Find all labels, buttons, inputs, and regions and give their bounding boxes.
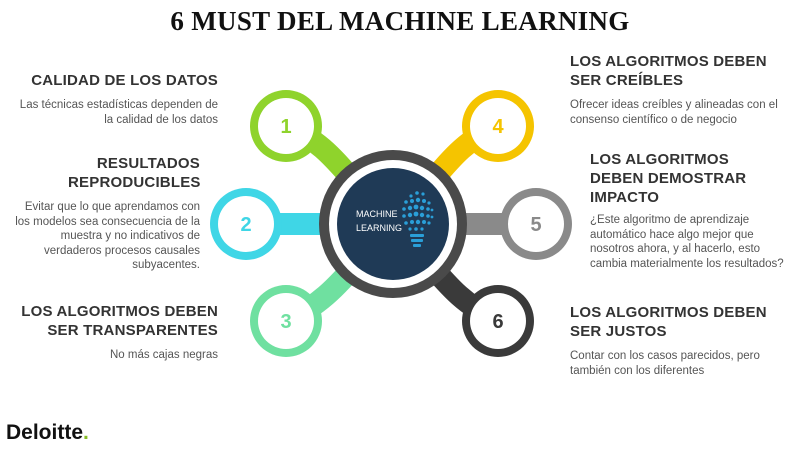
item-1-block: CALIDAD DE LOS DATOS Las técnicas estadí… — [8, 71, 218, 127]
item-4-heading: LOS ALGORITMOS DEBEN SER CREÍBLES — [570, 53, 767, 89]
item-2-text: Evitar que lo que aprendamos con los mod… — [15, 201, 200, 271]
item-5-heading: LOS ALGORITMOS DEBEN DEMOSTRAR IMPACTO — [590, 151, 747, 206]
item-6-block: LOS ALGORITMOS DEBEN SER JUSTOS Contar c… — [570, 303, 792, 378]
logo-dot: . — [83, 421, 89, 444]
node-2-number: 2 — [240, 214, 251, 236]
node-1: 1 — [250, 90, 322, 162]
item-3-text: No más cajas negras — [109, 349, 218, 361]
item-3-block: LOS ALGORITMOS DEBEN SER TRANSPARENTES N… — [8, 302, 218, 363]
logo-wordmark: Deloitte — [6, 421, 84, 444]
item-3-heading: LOS ALGORITMOS DEBEN SER TRANSPARENTES — [21, 303, 218, 339]
node-4: 4 — [462, 90, 534, 162]
node-6-number: 6 — [492, 311, 503, 333]
node-5: 5 — [500, 188, 572, 260]
item-5-block: LOS ALGORITMOS DEBEN DEMOSTRAR IMPACTO ¿… — [590, 150, 792, 271]
item-4-text: Ofrecer ideas creíbles y alineadas con e… — [570, 99, 778, 126]
deloitte-logo: Deloitte. — [6, 421, 89, 445]
item-2-heading: RESULTADOS REPRODUCIBLES — [68, 155, 201, 191]
item-1-heading: CALIDAD DE LOS DATOS — [31, 72, 218, 89]
node-1-number: 1 — [280, 116, 291, 138]
node-3-number: 3 — [280, 311, 291, 333]
item-1-text: Las técnicas estadísticas dependen de la… — [19, 99, 218, 126]
item-2-block: RESULTADOS REPRODUCIBLES Evitar que lo q… — [8, 154, 200, 273]
item-4-block: LOS ALGORITMOS DEBEN SER CREÍBLES Ofrece… — [570, 52, 792, 127]
hub-label-line2: LEARNING — [356, 223, 402, 233]
node-3: 3 — [250, 285, 322, 357]
central-hub: MACHINE LEARNING — [319, 150, 467, 298]
item-5-text: ¿Este algoritmo de aprendizaje automátic… — [590, 214, 784, 270]
node-4-number: 4 — [492, 116, 504, 138]
node-6: 6 — [462, 285, 534, 357]
node-2: 2 — [210, 188, 282, 260]
node-5-number: 5 — [530, 214, 541, 236]
lightbulb-icon — [402, 191, 434, 247]
page-title: 6 MUST DEL MACHINE LEARNING — [170, 6, 630, 36]
item-6-text: Contar con los casos parecidos, pero tam… — [570, 350, 760, 377]
item-6-heading: LOS ALGORITMOS DEBEN SER JUSTOS — [570, 304, 767, 340]
hub-label-line1: MACHINE — [356, 209, 398, 219]
